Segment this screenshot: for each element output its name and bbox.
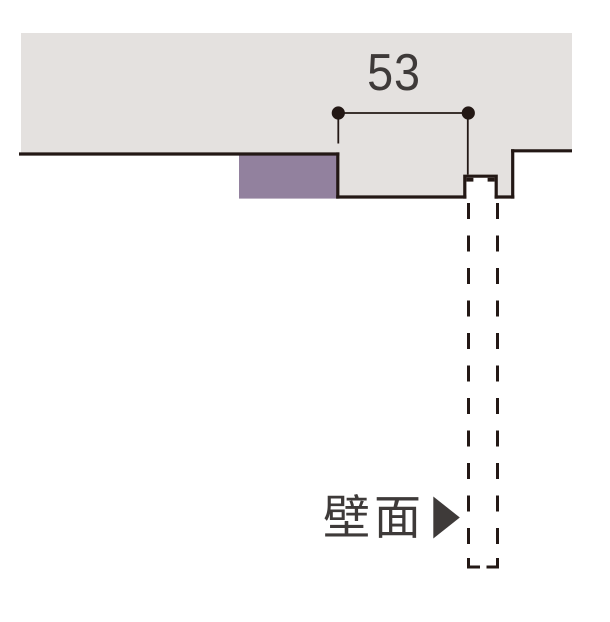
wall-face-corner-left xyxy=(467,558,480,569)
dimension-endpoint-dot-left xyxy=(331,106,345,120)
accent-block xyxy=(239,154,338,199)
rail-lip-left xyxy=(466,177,474,182)
wall-face-dashed-lines xyxy=(467,203,499,569)
dimension-group xyxy=(337,112,469,175)
rail-lip-right xyxy=(487,177,495,182)
wall-face-label: 壁面 xyxy=(323,491,425,544)
dimension-endpoint-dot-right xyxy=(461,106,475,120)
rail-channel-outline xyxy=(463,174,498,199)
wall-pointer-arrow-icon xyxy=(433,496,460,539)
ceiling-panel-shape xyxy=(21,33,572,197)
profile-outline xyxy=(19,149,572,199)
dimension-label: 53 xyxy=(367,44,421,102)
wall-face-corner-right xyxy=(486,558,499,569)
dimension-endpoints xyxy=(331,106,475,120)
rail-channel-lips xyxy=(466,177,495,182)
